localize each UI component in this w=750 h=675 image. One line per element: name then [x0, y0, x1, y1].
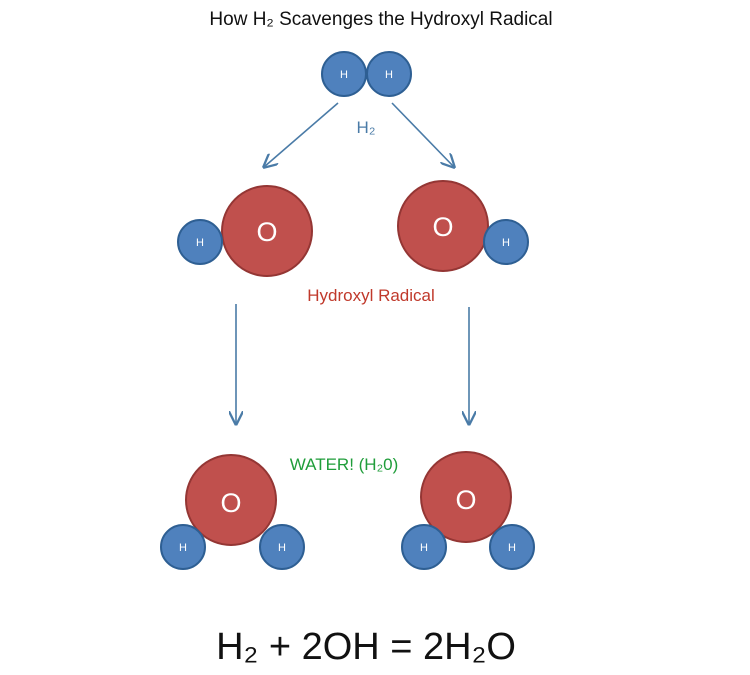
hydroxyl-label: Hydroxyl Radical [307, 286, 435, 305]
water-molecule-right: O H H [401, 451, 535, 570]
atom-symbol: H [420, 542, 428, 554]
atom-symbol: O [256, 217, 277, 247]
h2-molecule: H H [321, 51, 412, 97]
diagram-title: How H₂ Scavenges the Hydroxyl Radical [209, 9, 552, 30]
atom-symbol: H [196, 237, 204, 249]
arrow-right [391, 102, 454, 167]
atom-symbol: O [432, 212, 453, 242]
atom-symbol: H [508, 542, 516, 554]
atom-symbol: H [502, 237, 510, 249]
hydroxyl-radical-right: O H [397, 180, 529, 272]
reaction-equation: H₂ + 2OH = 2H₂O [216, 626, 516, 668]
atom-symbol: H [385, 69, 393, 81]
water-label: WATER! (H₂0) [290, 455, 399, 474]
hydrogen-atom: H [366, 51, 412, 97]
water-molecule-left: O H H [160, 454, 305, 570]
atom-symbol: O [220, 488, 241, 518]
h2-label: H₂ [357, 118, 376, 137]
arrow-left [264, 102, 339, 167]
atom-symbol: H [278, 542, 286, 554]
atom-symbol: O [455, 485, 476, 515]
hydrogen-atom: H [321, 51, 367, 97]
atom-symbol: H [179, 542, 187, 554]
atom-symbol: H [340, 69, 348, 81]
hydroxyl-radical-left: O H [177, 185, 313, 277]
